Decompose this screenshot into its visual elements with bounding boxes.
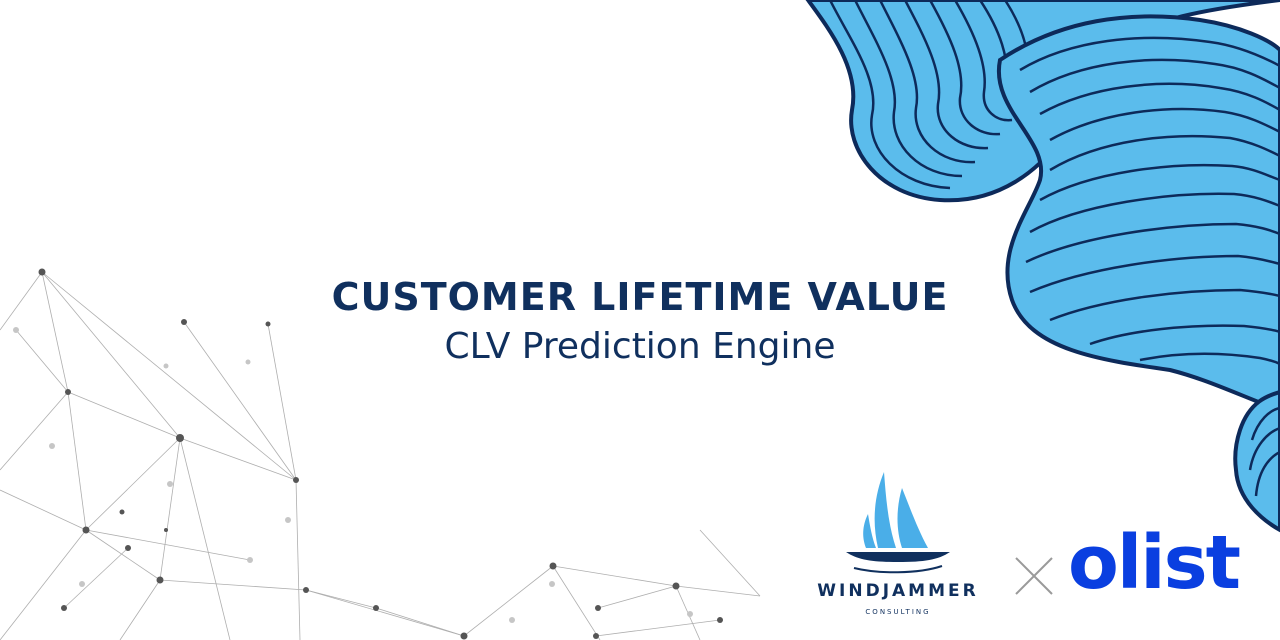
title-block: CUSTOMER LIFETIME VALUE CLV Prediction E… [240, 270, 1040, 370]
slide-subtitle: CLV Prediction Engine [444, 326, 836, 367]
windjammer-wordmark: WINDJAMMER [817, 581, 979, 601]
windjammer-logo: WINDJAMMER CONSULTING [800, 468, 996, 624]
sailboat-icon [846, 472, 950, 574]
times-icon [1015, 557, 1053, 595]
logo-bar: WINDJAMMER CONSULTING olist [800, 468, 1260, 628]
windjammer-tagline: CONSULTING [865, 608, 931, 616]
olist-logo: olist [1068, 520, 1241, 606]
slide-title: CUSTOMER LIFETIME VALUE [331, 275, 949, 319]
